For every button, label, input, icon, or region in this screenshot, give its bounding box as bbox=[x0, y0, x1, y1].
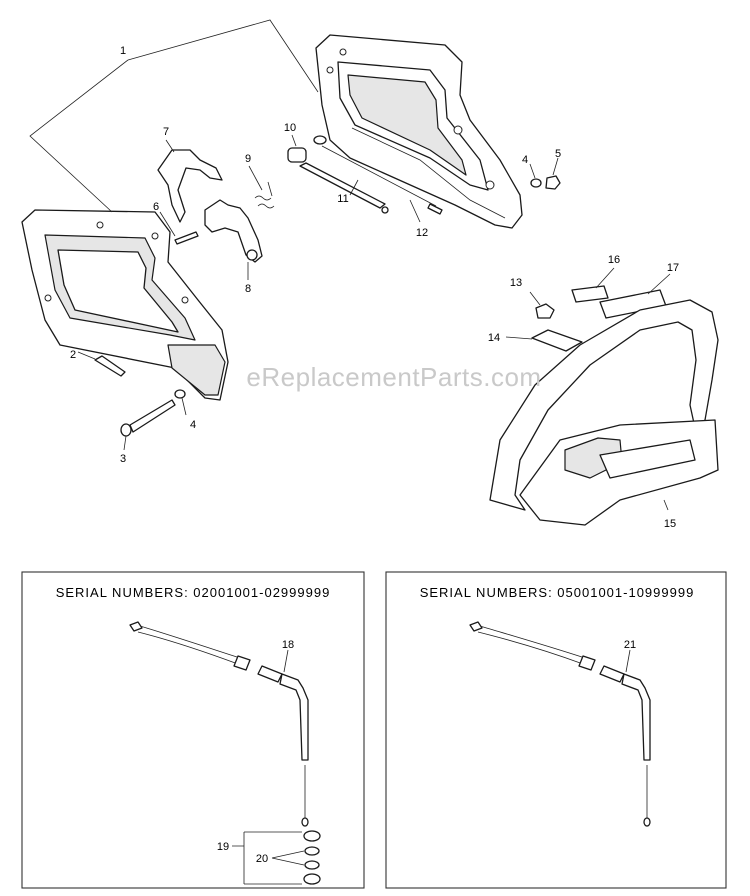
washer-lower[interactable] bbox=[174, 389, 187, 416]
ground-wire[interactable] bbox=[313, 135, 443, 223]
callout-label-19: 19 bbox=[217, 841, 229, 853]
callout-label-14: 14 bbox=[488, 332, 500, 344]
callout-label-16: 16 bbox=[608, 254, 620, 266]
callout-label-18: 18 bbox=[282, 639, 294, 651]
screw-long[interactable] bbox=[120, 399, 176, 451]
rear-handle-left-half[interactable] bbox=[21, 209, 229, 401]
throttle-cable[interactable] bbox=[299, 162, 389, 214]
serial-box-2: SERIAL NUMBERS: 05001001-10999999 21 bbox=[385, 571, 727, 889]
callout-label-11: 11 bbox=[337, 193, 348, 205]
callout-label-20: 20 bbox=[256, 853, 268, 865]
callout-label-8: 8 bbox=[245, 283, 251, 295]
callout-label-2: 2 bbox=[70, 349, 76, 361]
callout-label-15: 15 bbox=[664, 518, 676, 530]
callout-label-3: 3 bbox=[120, 453, 126, 465]
callout-label-6: 6 bbox=[153, 201, 159, 213]
serial-box-1: SERIAL NUMBERS: 02001001-02999999 18 19 … bbox=[21, 571, 365, 889]
callout-label-21: 21 bbox=[624, 639, 636, 651]
screw-short[interactable] bbox=[77, 351, 126, 377]
callout-label-9: 9 bbox=[245, 153, 251, 165]
callout-label-4-lower: 4 bbox=[190, 419, 196, 431]
front-handle[interactable] bbox=[489, 299, 719, 526]
serial-box-1-title: SERIAL NUMBERS: 02001001-02999999 bbox=[56, 585, 331, 600]
callout-label-7: 7 bbox=[163, 126, 169, 138]
callout-label-12: 12 bbox=[416, 227, 428, 239]
throttle-cable-21[interactable] bbox=[469, 621, 651, 827]
rear-handle-right-half[interactable] bbox=[315, 34, 523, 229]
torsion-spring[interactable] bbox=[248, 165, 275, 209]
nut-upper[interactable] bbox=[545, 157, 561, 190]
serial-box-2-title: SERIAL NUMBERS: 05001001-10999999 bbox=[420, 585, 695, 600]
washer-upper[interactable] bbox=[529, 163, 542, 188]
handle-nut[interactable] bbox=[529, 291, 555, 319]
throttle-cable-18[interactable] bbox=[129, 621, 309, 827]
callout-1-bracket bbox=[29, 19, 319, 213]
callout-label-13: 13 bbox=[510, 277, 522, 289]
callout-label-1: 1 bbox=[120, 45, 126, 57]
callout-label-10: 10 bbox=[284, 122, 296, 134]
callout-label-4-upper: 4 bbox=[522, 154, 528, 166]
pivot-pin[interactable] bbox=[159, 211, 199, 245]
callout-label-5: 5 bbox=[555, 148, 561, 160]
nut-stack-19-20[interactable] bbox=[232, 830, 321, 885]
label-small[interactable] bbox=[571, 267, 615, 303]
callout-label-17: 17 bbox=[667, 262, 679, 274]
throttle-lockout-lever[interactable] bbox=[204, 199, 263, 280]
handle-plate[interactable] bbox=[505, 329, 583, 352]
throttle-trigger[interactable] bbox=[157, 139, 223, 223]
watermark-text: eReplacementParts.com bbox=[246, 362, 541, 392]
cable-grommet[interactable] bbox=[287, 134, 307, 163]
